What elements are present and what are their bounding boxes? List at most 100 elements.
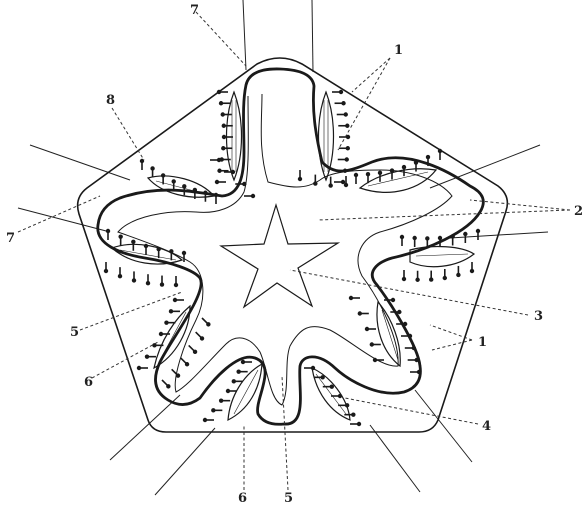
- tube-foot-tip: [341, 101, 345, 105]
- label-6-left: 6: [84, 375, 93, 390]
- tube-foot-tip: [231, 170, 235, 174]
- tube-foot-tip: [152, 343, 156, 347]
- leader-line: [352, 58, 390, 92]
- tube-foot-tip: [221, 146, 225, 150]
- tube-foot-tip: [343, 169, 347, 173]
- tube-foot-tip: [412, 236, 416, 240]
- tube-foot-tip: [412, 346, 416, 350]
- tube-foot-tip: [217, 90, 221, 94]
- tube-foot-tip: [328, 183, 332, 187]
- tube-foot-tip: [104, 269, 108, 273]
- tube-foot-tip: [182, 184, 186, 188]
- tube-foot-tip: [429, 277, 433, 281]
- tube-foot-tip: [456, 273, 460, 277]
- tube-foot-tip: [358, 311, 362, 315]
- tube-foot-tip: [206, 322, 210, 326]
- tube-foot-tip: [354, 173, 358, 177]
- tube-foot-tip: [193, 350, 197, 354]
- tube-foot-tip: [140, 159, 144, 163]
- tube-foot-tip: [344, 112, 348, 116]
- tube-foot-tip: [185, 362, 189, 366]
- tube-foot-tip: [320, 375, 324, 379]
- leader-line: [345, 398, 478, 424]
- tube-foot-tip: [200, 336, 204, 340]
- ampulla: [227, 92, 242, 180]
- tube-foot-tip: [425, 236, 429, 240]
- label-3: 3: [534, 309, 543, 324]
- tube-foot-tip: [144, 244, 148, 248]
- tube-foot-tip: [378, 171, 382, 175]
- label-8: 8: [106, 93, 115, 108]
- tube-foot-tip: [313, 181, 317, 185]
- tube-foot-tip: [203, 191, 207, 195]
- label-1-top: 1: [394, 43, 403, 58]
- tube-foot-tip: [370, 342, 374, 346]
- radial-line: [110, 395, 180, 460]
- label-4: 4: [482, 419, 491, 434]
- tube-foot-tip: [373, 358, 377, 362]
- tube-foot-tip: [226, 389, 230, 393]
- tube-foot-tip: [137, 366, 141, 370]
- tube-foot-tip: [345, 124, 349, 128]
- tube-foot-tip: [408, 334, 412, 338]
- label-5-left: 5: [70, 325, 79, 340]
- tube-foot-tip: [339, 90, 343, 94]
- label-6-bottom: 6: [238, 491, 247, 506]
- radial-line: [30, 145, 130, 180]
- leader-line: [112, 108, 144, 160]
- tube-foot-tip: [414, 160, 418, 164]
- tube-foot-tip: [443, 276, 447, 280]
- tube-foot-tip: [172, 179, 176, 183]
- tube-foot-tip: [203, 418, 207, 422]
- tube-foot-tip: [338, 394, 342, 398]
- tube-foot-tip: [118, 234, 122, 238]
- tube-foot-tip: [132, 278, 136, 282]
- tube-foot-tip: [450, 234, 454, 238]
- tube-foot-tip: [241, 360, 245, 364]
- leader-line: [196, 12, 246, 66]
- ampulla: [154, 306, 190, 368]
- tube-foot-tip: [106, 229, 110, 233]
- tube-foot-tip: [166, 384, 170, 388]
- radial-line: [430, 145, 540, 188]
- tube-foot-tip: [169, 249, 173, 253]
- leader-line: [432, 340, 472, 350]
- leader-line: [282, 376, 288, 490]
- tube-foot-tip: [215, 180, 219, 184]
- label-5-bottom: 5: [284, 491, 293, 506]
- tube-foot-tip: [164, 320, 168, 324]
- tube-foot-tip: [156, 247, 160, 251]
- radial-line: [243, 0, 246, 70]
- label-1-right: 1: [478, 335, 487, 350]
- tube-foot-tip: [193, 188, 197, 192]
- leader-line: [338, 58, 390, 150]
- tube-foot-tip: [311, 366, 315, 370]
- tube-foot-tip: [365, 327, 369, 331]
- tube-foot-tip: [345, 403, 349, 407]
- tube-foot-tip: [160, 282, 164, 286]
- tube-foot-tip: [150, 166, 154, 170]
- tube-foot-tip: [345, 157, 349, 161]
- label-7-top: 7: [190, 3, 199, 18]
- tube-foot-tip: [242, 182, 246, 186]
- tube-foot-tip: [159, 332, 163, 336]
- tube-foot-tip: [182, 251, 186, 255]
- tube-foot-tip: [470, 269, 474, 273]
- tube-foot-tip: [349, 296, 353, 300]
- tube-foot-tip: [402, 277, 406, 281]
- tube-foot-tip: [476, 229, 480, 233]
- leader-line: [318, 210, 570, 220]
- tube-foot-tip: [131, 240, 135, 244]
- tube-foot-tip: [236, 369, 240, 373]
- tube-foot-tip: [219, 101, 223, 105]
- tube-foot-tip: [397, 310, 401, 314]
- radial-line: [370, 425, 420, 492]
- tube-foot-tip: [146, 281, 150, 285]
- tube-foot-tip: [344, 183, 348, 187]
- tube-foot-tip: [417, 370, 421, 374]
- tube-foot-tip: [222, 124, 226, 128]
- tube-foot-tip: [357, 422, 361, 426]
- tube-foot-tip: [232, 379, 236, 383]
- label-2: 2: [574, 204, 583, 219]
- ampulla-line: [416, 254, 468, 256]
